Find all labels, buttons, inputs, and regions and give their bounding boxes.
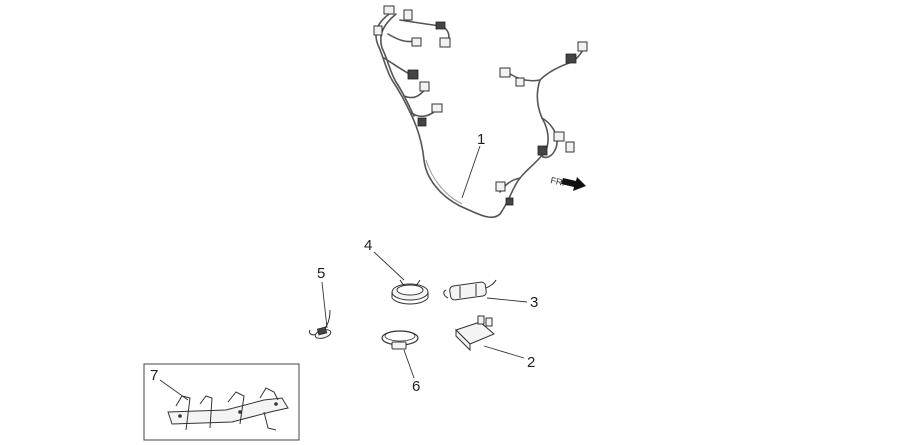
leader-6 [403, 349, 415, 379]
front-direction-label: FR. [550, 175, 566, 188]
blade-fuse[interactable] [455, 315, 495, 352]
callout-6: 6 [412, 378, 420, 395]
cable-tie[interactable] [309, 309, 332, 340]
leader-1 [461, 145, 481, 199]
mounting-bracket[interactable] [167, 387, 289, 431]
detail-frame [143, 363, 300, 441]
callout-7: 7 [150, 367, 158, 384]
callout-5: 5 [317, 265, 325, 282]
leader-3 [486, 297, 528, 303]
leader-7 [159, 379, 189, 401]
worm-clamp[interactable] [381, 330, 419, 350]
leader-2 [483, 345, 525, 359]
leader-lines [159, 145, 528, 401]
callout-4: 4 [364, 237, 372, 254]
fuse-holder[interactable] [443, 279, 497, 301]
leader-5 [321, 281, 328, 329]
callout-1: 1 [477, 131, 485, 148]
wiring-harness[interactable] [373, 5, 588, 219]
arrow-icon [561, 177, 586, 191]
callout-3: 3 [530, 294, 538, 311]
front-direction-indicator: FR. [550, 175, 586, 191]
callout-2: 2 [527, 354, 535, 371]
spring-clamp[interactable] [391, 279, 429, 305]
leader-4 [373, 251, 405, 281]
